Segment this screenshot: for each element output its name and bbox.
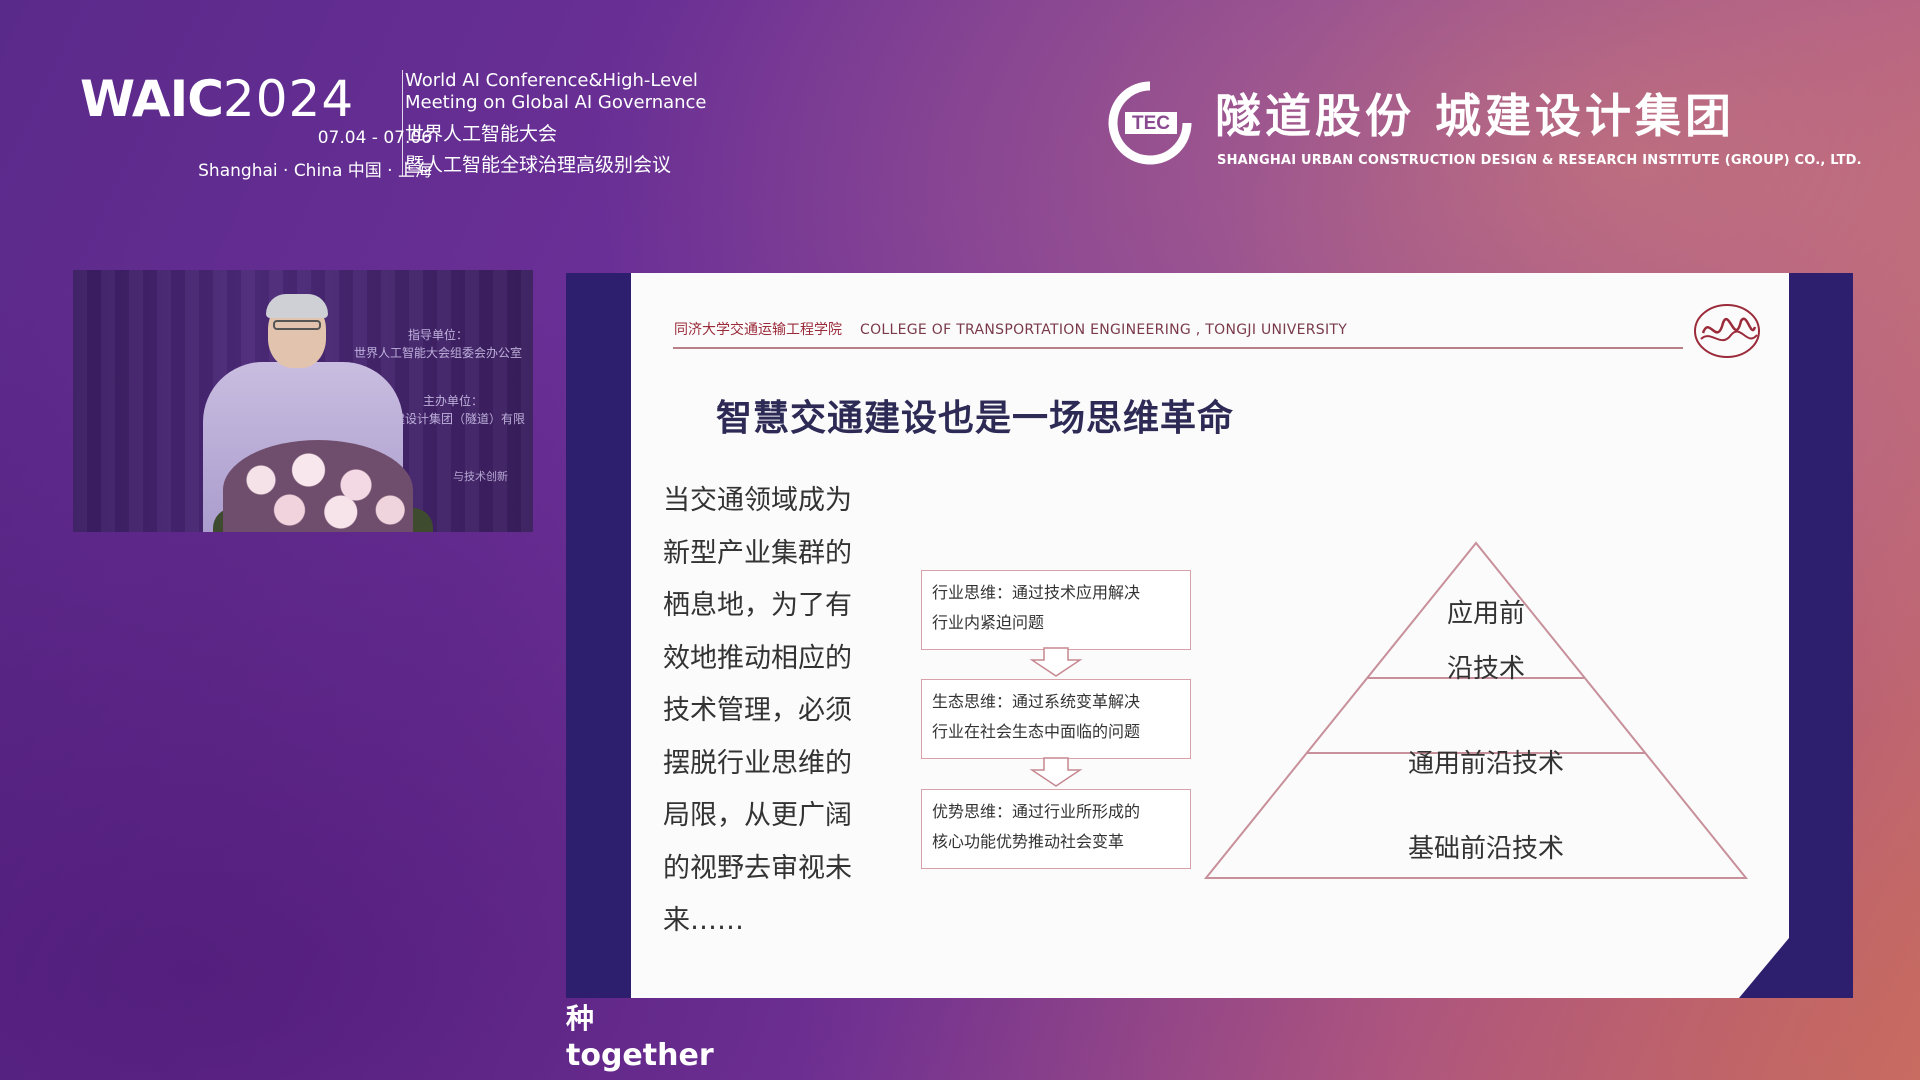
backdrop-line1: 指导单位：: [407, 328, 468, 342]
waic-city: Shanghai · China 中国 · 上海: [198, 161, 432, 181]
flow-box-line1: 优势思维：通过行业所形成的: [932, 802, 1141, 821]
flow-box-line2: 核心功能优势推动社会变革: [932, 832, 1125, 851]
backdrop-line2: 世界人工智能大会组委会办公室: [353, 346, 522, 360]
body-line: 的视野去审视未: [663, 852, 852, 884]
flow-box-advantage-thinking: 优势思维：通过行业所形成的 核心功能优势推动社会变革: [921, 789, 1191, 869]
waic-chinese-name: 世界人工智能大会 暨人工智能全球治理高级别会议: [405, 119, 725, 181]
body-line: 栖息地，为了有: [663, 590, 852, 621]
waic-dates: 07.04 - 07.06: [317, 128, 432, 148]
flow-box-line2: 行业内紧迫问题: [932, 613, 1045, 632]
speaker-video: 指导单位： 世界人工智能大会组委会办公室 主办单位： 城建设计集团（隧道）有限 …: [73, 270, 533, 532]
slide-header-cn: 同济大学交通运输工程学院: [674, 322, 842, 338]
technology-pyramid: [1203, 541, 1749, 879]
body-line: 摆脱行业思维的: [663, 747, 852, 779]
flow-box-line1: 行业思维：通过技术应用解决: [932, 583, 1141, 602]
waic-wordmark: WAIC: [80, 70, 224, 128]
backdrop-line5: 与技术创新: [453, 470, 508, 483]
pyramid-top-label-2: 沿技术: [1446, 654, 1525, 684]
flow-box-line1: 生态思维：通过系统变革解决: [932, 692, 1141, 711]
backdrop-text-2: 主办单位： 城建设计集团（隧道）有限: [373, 392, 533, 428]
speaker-hair: [266, 294, 328, 318]
pyramid-bottom-label: 基础前沿技术: [1407, 834, 1564, 864]
slide-header-rule: [673, 347, 1683, 349]
body-line: 新型产业集群的: [663, 537, 852, 569]
waic-cn-line2: 暨人工智能全球治理高级别会议: [405, 154, 672, 176]
backdrop-text: 指导单位： 世界人工智能大会组委会办公室: [343, 326, 533, 362]
slide-title: 智慧交通建设也是一场思维革命: [716, 398, 1235, 439]
backdrop-line4: 城建设计集团（隧道）有限: [380, 412, 525, 426]
down-arrow-icon: [1029, 757, 1083, 787]
subtitle-english: together: [566, 1038, 714, 1073]
waic-cn-line1: 世界人工智能大会: [405, 123, 558, 145]
body-line: 局限，从更广阔: [663, 800, 852, 831]
tec-logo-icon: TEC: [1108, 81, 1192, 165]
body-line: 技术管理，必须: [663, 695, 852, 726]
waic-logo-block: WAIC2024 07.04 - 07.06 Shanghai · China …: [80, 66, 710, 186]
backdrop-line3: 主办单位：: [422, 394, 483, 408]
body-line: 效地推动相应的: [663, 642, 852, 674]
body-line: 当交通领域成为: [663, 485, 852, 516]
waic-en-line2: Meeting on Global AI Governance: [405, 92, 707, 113]
flow-box-ecological-thinking: 生态思维：通过系统变革解决 行业在社会生态中面临的问题: [921, 679, 1191, 759]
waic-logo: WAIC2024: [80, 70, 354, 128]
pyramid-top-label: 应用前: [1446, 599, 1525, 629]
subtitle-chinese: 种: [566, 1002, 595, 1035]
tec-english-name: SHANGHAI URBAN CONSTRUCTION DESIGN & RES…: [1217, 153, 1862, 168]
waic-english-name: World AI Conference&High-Level Meeting o…: [405, 70, 725, 114]
tec-mark-text: TEC: [1132, 113, 1170, 134]
flow-box-industry-thinking: 行业思维：通过技术应用解决 行业内紧迫问题: [921, 570, 1191, 650]
tec-logo-block: TEC 隧道股份 城建设计集团 SHANGHAI URBAN CONSTRUCT…: [1105, 78, 1865, 178]
podium-flowers: [223, 440, 413, 532]
speaker-glasses: [273, 320, 321, 330]
presentation-slide: 同济大学交通运输工程学院 COLLEGE OF TRANSPORTATION EN…: [631, 273, 1789, 998]
waic-en-line1: World AI Conference&High-Level: [405, 70, 698, 91]
tongji-seal-icon: [1694, 304, 1760, 358]
slide-corner-fold: [1739, 938, 1789, 998]
waic-year: 2024: [222, 70, 355, 128]
pyramid-middle-label: 通用前沿技术: [1407, 749, 1564, 779]
flow-box-line2: 行业在社会生态中面临的问题: [932, 722, 1141, 741]
slide-body-text: 当交通领域成为 新型产业集群的 栖息地，为了有 效地推动相应的 技术管理，必须 …: [663, 475, 893, 948]
body-line: 来……: [663, 905, 744, 936]
slide-header: 同济大学交通运输工程学院 COLLEGE OF TRANSPORTATION EN…: [674, 319, 1347, 339]
tec-chinese-name: 隧道股份 城建设计集团: [1215, 89, 1736, 143]
slide-header-en: COLLEGE OF TRANSPORTATION ENGINEERING , …: [860, 322, 1348, 338]
waic-divider: [402, 70, 403, 176]
down-arrow-icon: [1029, 647, 1083, 677]
